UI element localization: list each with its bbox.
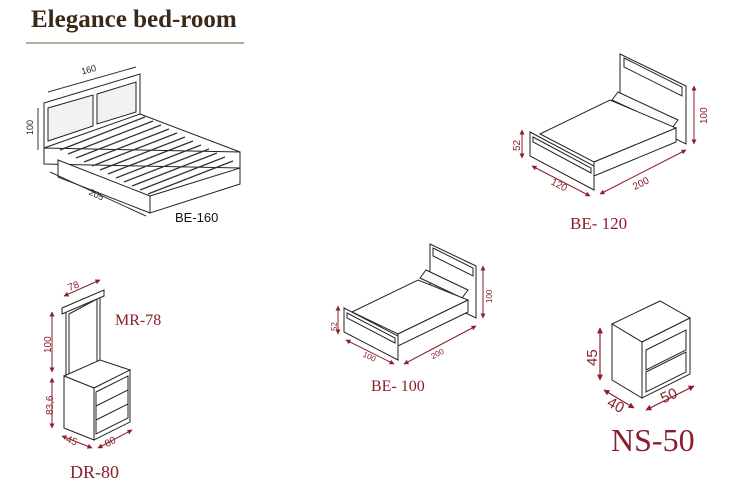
- be160-height-dim: 100: [25, 120, 35, 135]
- bed-be100-drawing: [335, 243, 486, 365]
- be120-length-dim: 200: [631, 175, 651, 193]
- dresser-dr80-drawing: [49, 279, 133, 449]
- label-dr80: DR-80: [70, 462, 119, 482]
- be120-headboard-dim: 100: [699, 107, 710, 124]
- label-ns50: NS-50: [611, 422, 695, 458]
- be100-headboard-dim: 100: [485, 289, 494, 303]
- mr78-height-dim: 100: [43, 336, 54, 353]
- be100-width-dim: 100: [361, 350, 377, 364]
- dr80-depth-dim: 45: [64, 434, 79, 449]
- dr80-height-dim: 83,6: [45, 395, 56, 415]
- bed-be160-drawing: [37, 66, 241, 217]
- ns50-width-dim: 50: [658, 385, 680, 407]
- dr80-width-dim: 80: [103, 435, 118, 450]
- be120-width-dim: 120: [549, 177, 569, 195]
- label-be100: BE- 100: [371, 378, 425, 395]
- bed-be120-drawing: [519, 53, 697, 197]
- nightstand-ns50-drawing: [597, 300, 695, 411]
- be160-width-dim: 160: [80, 63, 97, 77]
- ns50-height-dim: 45: [584, 349, 601, 366]
- be100-footboard-dim: 52: [330, 322, 339, 331]
- label-be120: BE- 120: [570, 214, 628, 233]
- label-mr78: MR-78: [115, 312, 162, 329]
- ns50-depth-dim: 40: [604, 394, 627, 417]
- title-underline: [26, 42, 244, 44]
- be120-footboard-dim: 52: [512, 139, 523, 151]
- mr78-width-dim: 78: [67, 279, 82, 294]
- label-be160: BE-160: [175, 210, 219, 225]
- page-title: Elegance bed-room: [31, 6, 237, 33]
